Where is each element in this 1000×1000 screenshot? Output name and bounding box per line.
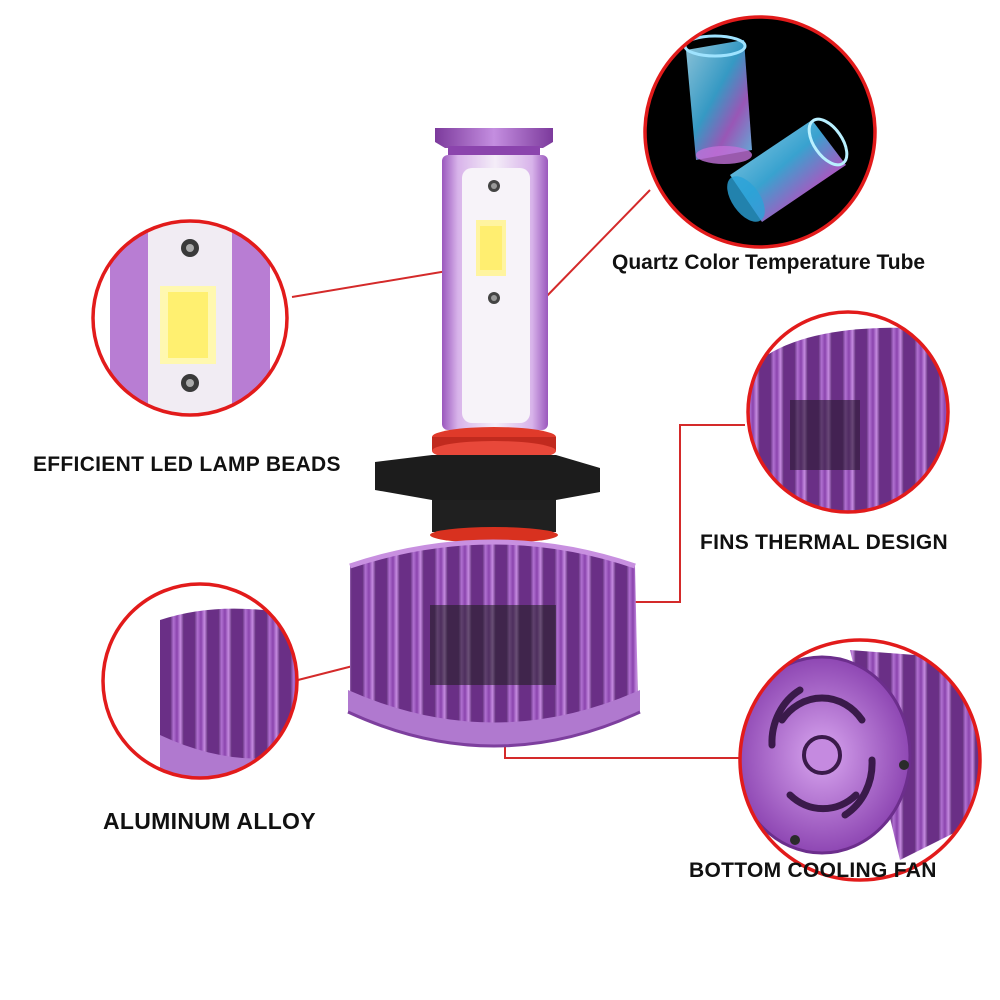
label-fins-thermal-design: FINS THERMAL DESIGN xyxy=(700,531,948,554)
callout-quartz-tube xyxy=(643,15,877,249)
callout-fins xyxy=(746,310,950,514)
callout-led-beads xyxy=(91,219,289,417)
led-bulb xyxy=(347,128,641,748)
label-led-lamp-beads: EFFICIENT LED LAMP BEADS xyxy=(33,453,341,476)
callout-aluminum xyxy=(101,582,299,780)
callout-cooling-fan xyxy=(738,638,982,882)
label-quartz-tube: Quartz Color Temperature Tube xyxy=(612,251,926,274)
label-bottom-cooling-fan: BOTTOM COOLING FAN xyxy=(689,859,937,882)
label-aluminum-alloy: ALUMINUM ALLOY xyxy=(103,808,316,834)
